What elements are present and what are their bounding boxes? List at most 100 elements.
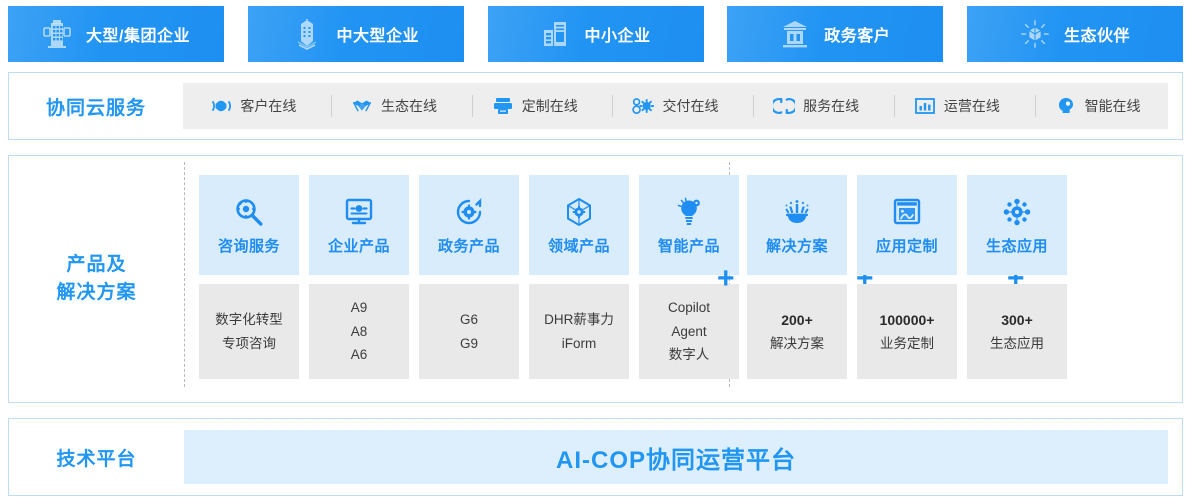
solution-card-group: 解决方案 200+ 解决方案 (747, 175, 1067, 379)
cloud-item-customer-online[interactable]: 客户在线 (206, 96, 300, 116)
product-body-line: A6 (350, 347, 368, 363)
tab-government-customer[interactable]: 政务客户 (727, 6, 944, 62)
product-card-header: 咨询服务 (199, 175, 299, 275)
product-card-header: 智能产品 (639, 175, 739, 275)
customize-printer-icon (492, 96, 514, 116)
cloud-services-panel: 协同云服务 客户在线 (8, 72, 1183, 140)
tab-label: 中大型企业 (336, 28, 419, 45)
domain-hex-icon (563, 195, 595, 229)
product-card-group: 咨询服务 数字化转型 专项咨询 (199, 175, 739, 379)
handshake-icon (351, 96, 373, 116)
tab-label: 大型/集团企业 (86, 28, 190, 45)
cloud-item-intelligence-online[interactable]: 智能在线 (1051, 96, 1145, 116)
product-body-line: A8 (350, 323, 368, 339)
solution-card-header: 解决方案 (747, 175, 847, 275)
tab-ecosystem-partner[interactable]: 生态伙伴 (967, 6, 1183, 62)
product-card-label: 政务产品 (437, 237, 500, 255)
operation-chart-icon (914, 96, 936, 116)
government-gear-icon (453, 195, 485, 229)
product-card-body: DHR薪事力 iForm (529, 284, 629, 379)
service-cycle-icon (773, 96, 796, 116)
cloud-item-label: 智能在线 (1084, 98, 1141, 114)
product-card-body: G6 G9 (419, 284, 519, 379)
products-solutions-title: 产品及 解决方案 (9, 251, 184, 308)
product-card-label: 企业产品 (327, 237, 390, 255)
solution-card-body: 300+ 生态应用 (967, 284, 1067, 379)
building-group-icon (42, 18, 72, 50)
tower-building-icon (292, 18, 322, 50)
product-card-consulting[interactable]: 咨询服务 数字化转型 专项咨询 (199, 175, 299, 379)
intelligent-brain-icon (1055, 96, 1077, 116)
plus-separator-1: + (717, 262, 735, 295)
technology-platform-title: 技术平台 (56, 448, 137, 470)
solution-body-count: 100000+ (879, 311, 935, 328)
product-body-line: G9 (459, 335, 478, 351)
product-card-intelligent[interactable]: 智能产品 Copilot Agent 数字人 (639, 175, 739, 379)
product-card-enterprise[interactable]: 企业产品 A9 A8 A6 (309, 175, 409, 379)
product-body-line: DHR薪事力 (544, 311, 614, 327)
consulting-search-icon (232, 195, 266, 229)
products-title-line2: 解决方案 (56, 282, 137, 303)
product-card-government[interactable]: 政务产品 G6 G9 (419, 175, 519, 379)
solution-card-ecosystem-apps[interactable]: 生态应用 300+ 生态应用 (967, 175, 1067, 379)
solution-body-line: 生态应用 (990, 335, 1044, 351)
tab-small-medium-enterprise[interactable]: 中小企业 (487, 6, 704, 62)
solution-card-label: 应用定制 (875, 237, 938, 255)
cloud-item-customization-online[interactable]: 定制在线 (488, 96, 582, 116)
solution-card-solutions[interactable]: 解决方案 200+ 解决方案 (747, 175, 847, 379)
server-building-icon (540, 18, 570, 50)
solution-card-body: 200+ 解决方案 (747, 284, 847, 379)
enterprise-monitor-icon (343, 195, 375, 229)
customer-online-icon (210, 96, 232, 116)
product-body-line: G6 (459, 311, 478, 327)
product-card-label: 智能产品 (657, 237, 720, 255)
tab-label: 中小企业 (584, 28, 651, 45)
cloud-services-title: 协同云服务 (45, 97, 146, 119)
solution-gear-icon (780, 195, 814, 229)
products-title-line1: 产品及 (66, 253, 127, 275)
product-card-label: 咨询服务 (217, 237, 280, 255)
tab-large-group-enterprise[interactable]: 大型/集团企业 (8, 6, 224, 62)
tab-label: 生态伙伴 (1063, 28, 1130, 45)
ecosystem-cube-icon (1020, 18, 1050, 50)
solution-card-app-customization[interactable]: 应用定制 100000+ 业务定制 (857, 175, 957, 379)
cloud-item-operation-online[interactable]: 运营在线 (910, 96, 1004, 116)
product-card-header: 领域产品 (529, 175, 629, 275)
cloud-item-label: 客户在线 (240, 98, 297, 114)
government-bank-icon (780, 18, 810, 50)
tab-label: 政务客户 (824, 28, 891, 45)
product-body-line: A9 (350, 300, 368, 316)
technology-platform-bar[interactable]: AI-COP协同运营平台 (184, 430, 1168, 484)
product-card-body: 数字化转型 专项咨询 (199, 284, 299, 379)
tab-medium-large-enterprise[interactable]: 中大型企业 (247, 6, 464, 62)
product-card-header: 政务产品 (419, 175, 519, 275)
cloud-services-bar: 客户在线 生态在线 (183, 83, 1168, 129)
cloud-item-service-online[interactable]: 服务在线 (769, 96, 863, 116)
cloud-item-label: 服务在线 (803, 98, 860, 114)
customer-segment-tabs: 大型/集团企业 中大型企业 (8, 6, 1183, 62)
platform-label: AI-COP协同运营平台 (556, 446, 796, 474)
intelligent-bulb-icon (673, 195, 705, 229)
product-body-line: iForm (561, 335, 597, 351)
solution-card-header: 应用定制 (857, 175, 957, 275)
product-body-line: 数字化转型 (215, 311, 283, 327)
product-card-header: 企业产品 (309, 175, 409, 275)
products-left-divider (184, 162, 185, 387)
solution-card-body: 100000+ 业务定制 (857, 284, 957, 379)
cloud-item-label: 运营在线 (943, 98, 1000, 114)
solution-card-label: 生态应用 (985, 237, 1048, 255)
cloud-item-label: 定制在线 (521, 98, 578, 114)
product-card-domain[interactable]: 领域产品 DHR薪事力 iForm (529, 175, 629, 379)
product-body-line: 专项咨询 (222, 335, 276, 351)
cloud-item-delivery-online[interactable]: 交付在线 (628, 96, 722, 116)
solution-body-count: 200+ (781, 311, 813, 328)
cloud-item-ecosystem-online[interactable]: 生态在线 (347, 96, 441, 116)
product-body-line: 数字人 (668, 347, 710, 363)
ecosystem-app-icon (1001, 195, 1033, 229)
cloud-item-label: 交付在线 (662, 98, 719, 114)
products-body: 咨询服务 数字化转型 专项咨询 (184, 156, 1182, 402)
solution-body-line: 业务定制 (880, 335, 934, 351)
app-customize-icon (891, 195, 923, 229)
product-card-label: 领域产品 (547, 237, 610, 255)
